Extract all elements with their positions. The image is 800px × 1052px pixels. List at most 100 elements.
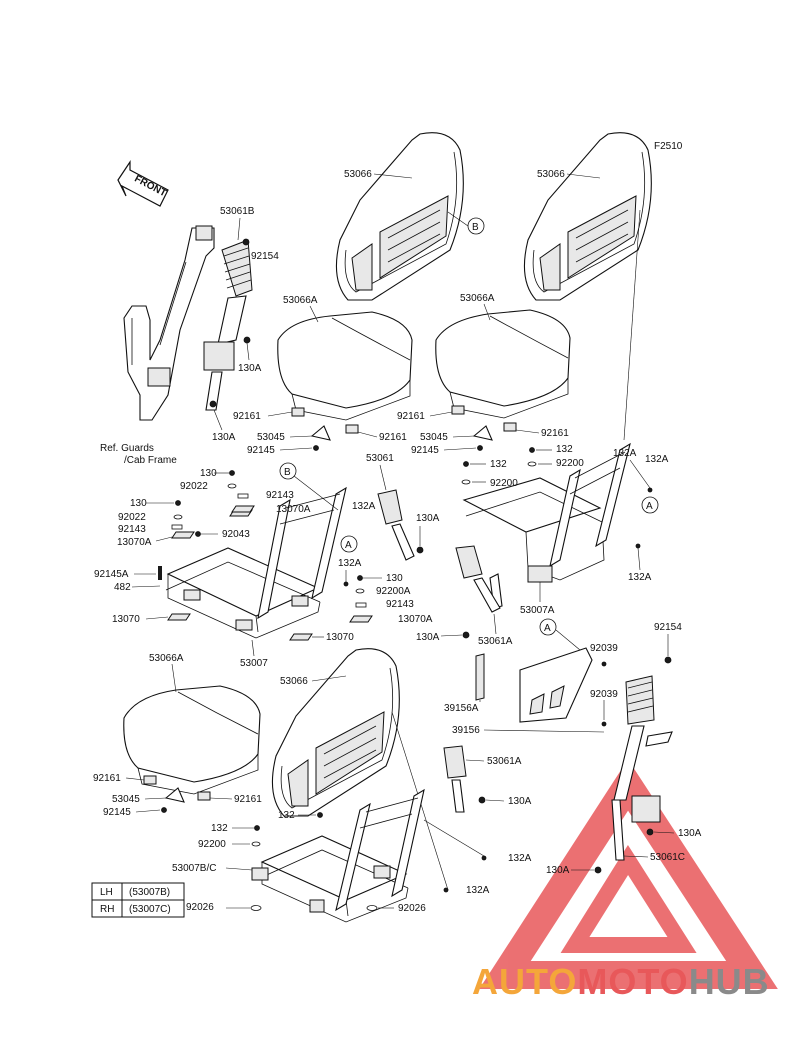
label-53066A-top-right: 53066A <box>460 293 495 304</box>
label-53007: 53007 <box>240 658 268 669</box>
callout-b-top: B <box>467 217 485 235</box>
label-53061A-mid: 53061A <box>478 636 513 647</box>
label-130-a: 130 <box>200 468 217 479</box>
label-53061B: 53061B <box>220 206 255 217</box>
callout-a-right: A <box>641 496 659 514</box>
svg-text:Ref. Guards: Ref. Guards <box>100 443 154 454</box>
seat-frame-right <box>462 442 631 609</box>
seat-belt-buckle-bottom <box>443 745 467 813</box>
legend-table: LH (53007B) RH (53007C) <box>91 882 185 918</box>
label-53066A-bottom: 53066A <box>149 653 184 664</box>
label-13070A-c: 13070A <box>398 614 433 625</box>
svg-text:A: A <box>646 501 653 512</box>
label-132A-bottom: 132A <box>466 885 490 896</box>
ref-note: Ref. Guards /Cab Frame <box>100 443 177 466</box>
label-130A-d: 130A <box>416 513 440 524</box>
label-130A-b: 130A <box>212 432 236 443</box>
svg-text:AUTOMOTOHUB: AUTOMOTOHUB <box>472 961 770 1002</box>
label-13070A-b: 13070A <box>117 537 152 548</box>
label-130-c: 130 <box>386 573 403 584</box>
label-130A-f: 130A <box>546 865 570 876</box>
label-130A-g: 130A <box>508 796 532 807</box>
label-92161-1: 92161 <box>233 411 261 422</box>
label-92043: 92043 <box>222 529 250 540</box>
label-92022-b: 92022 <box>118 512 146 523</box>
legend-lh-side: LH <box>100 887 113 898</box>
label-92200-b: 92200 <box>556 458 584 469</box>
label-92161-3: 92161 <box>397 411 425 422</box>
label-92161-4: 92161 <box>541 428 569 439</box>
label-92154-right: 92154 <box>654 622 682 633</box>
label-13070-a: 13070 <box>112 614 140 625</box>
label-92200A: 92200A <box>376 586 411 597</box>
seat-frame-left <box>165 486 347 641</box>
label-92039-a: 92039 <box>590 643 618 654</box>
label-53066-top-left: 53066 <box>344 169 372 180</box>
label-92143-a: 92143 <box>266 490 294 501</box>
label-53061A-bottom: 53061A <box>487 756 522 767</box>
label-132A-2: 132A <box>645 454 669 465</box>
label-53045-1: 53045 <box>257 432 285 443</box>
label-92143-c: 92143 <box>386 599 414 610</box>
label-53061: 53061 <box>366 453 394 464</box>
watermark-logo <box>479 759 778 989</box>
label-130A-c: 130A <box>416 632 440 643</box>
seat-frame-bottom <box>251 788 425 923</box>
label-132-a: 132 <box>490 459 507 470</box>
callout-a-bracket: A <box>539 618 557 636</box>
seat-cushion-top-left <box>277 311 413 434</box>
label-53045-2: 53045 <box>420 432 448 443</box>
seat-back-top-right <box>523 132 652 301</box>
label-482: 482 <box>114 582 131 593</box>
label-92161-6: 92161 <box>234 794 262 805</box>
label-132-c: 132 <box>211 823 228 834</box>
label-92145A: 92145A <box>94 569 129 580</box>
callout-b-mid: B <box>279 462 297 480</box>
seat-belt-buckle-center <box>377 489 415 561</box>
label-53061C: 53061C <box>650 852 685 863</box>
cab-frame-guard <box>123 225 215 421</box>
label-130A-e: 130A <box>678 828 702 839</box>
label-92161-2: 92161 <box>379 432 407 443</box>
label-92145-2: 92145 <box>411 445 439 456</box>
diagram-code: F2510 <box>654 141 683 152</box>
front-arrow: FRONT <box>117 160 169 207</box>
label-53007BC: 53007B/C <box>172 863 216 874</box>
legend-rh-code: (53007C) <box>129 904 171 915</box>
label-130-b: 130 <box>130 498 147 509</box>
legend-rh-side: RH <box>100 904 114 915</box>
svg-text:/Cab Frame: /Cab Frame <box>124 455 177 466</box>
watermark-text: AUTOMOTOHUB <box>472 961 770 1002</box>
label-132A-5: 132A <box>338 558 362 569</box>
label-92200-c: 92200 <box>198 839 226 850</box>
seat-cushion-bottom <box>123 685 261 801</box>
label-132A-6: 132A <box>508 853 532 864</box>
label-92154-top: 92154 <box>251 251 279 262</box>
label-92145-3: 92145 <box>103 807 131 818</box>
legend-lh-code: (53007B) <box>129 887 170 898</box>
label-92026-a: 92026 <box>186 902 214 913</box>
label-132-d: 132 <box>278 810 295 821</box>
seat-back-top-left <box>335 132 464 301</box>
label-39156: 39156 <box>452 725 480 736</box>
label-92022-a: 92022 <box>180 481 208 492</box>
label-132A-3: 132A <box>628 572 652 583</box>
svg-text:A: A <box>345 540 352 551</box>
label-13070-b: 13070 <box>326 632 354 643</box>
seat-cushion-top-right <box>435 309 571 432</box>
label-92145-1: 92145 <box>247 445 275 456</box>
label-53007A: 53007A <box>520 605 555 616</box>
bracket-39156 <box>475 647 593 723</box>
label-53066-bottom: 53066 <box>280 676 308 687</box>
label-132A-4: 132A <box>352 501 376 512</box>
label-13070A-a: 13070A <box>276 504 311 515</box>
label-92200-a: 92200 <box>490 478 518 489</box>
label-132A-1: 132A <box>613 448 637 459</box>
svg-text:B: B <box>472 222 479 233</box>
label-53045-3: 53045 <box>112 794 140 805</box>
seat-belt-left <box>203 239 253 411</box>
label-39156A: 39156A <box>444 703 479 714</box>
label-92143-b: 92143 <box>118 524 146 535</box>
label-92026-b: 92026 <box>398 903 426 914</box>
